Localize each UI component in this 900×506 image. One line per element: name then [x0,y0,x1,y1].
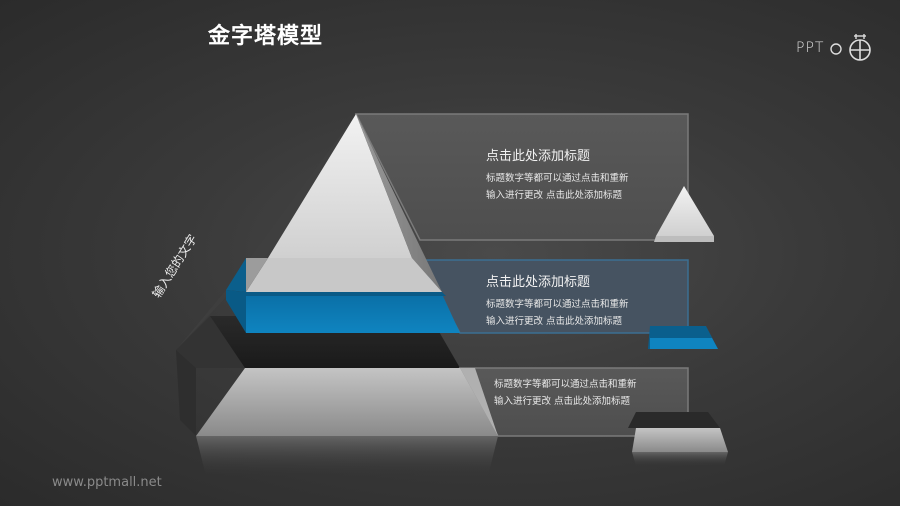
logo-text: PPT [796,40,825,56]
panel-line[interactable]: 标题数字等都可以通过点击和重新 [486,299,629,310]
panel-heading[interactable]: 点击此处添加标题 [486,275,591,290]
footer-url: www.pptmall.net [52,475,162,490]
panel-heading[interactable]: 点击此处添加标题 [486,149,591,164]
panel-line[interactable]: 标题数字等都可以通过点击和重新 [494,379,637,390]
panel-middle-text[interactable]: 点击此处添加标题 标题数字等都可以通过点击和重新 输入进行更改 点击此处添加标题 [486,271,629,330]
panel-line[interactable]: 输入进行更改 点击此处添加标题 [486,190,623,201]
pyramid-top-face [268,114,412,258]
panel-top-text[interactable]: 点击此处添加标题 标题数字等都可以通过点击和重新 输入进行更改 点击此处添加标题 [486,145,629,204]
logo-mark-icon [830,34,872,61]
panel-bottom-text[interactable]: 标题数字等都可以通过点击和重新 输入进行更改 点击此处添加标题 [494,376,637,410]
page-title: 金字塔模型 [208,24,324,49]
panel-line[interactable]: 输入进行更改 点击此处添加标题 [494,396,631,407]
panel-line[interactable]: 标题数字等都可以通过点击和重新 [486,173,629,184]
brand-logo: PPT [796,34,874,62]
panel-line[interactable]: 输入进行更改 点击此处添加标题 [486,316,623,327]
mini-pyramid-icon [656,186,714,236]
pyramid-blue-slab [246,294,460,333]
pyramid-base [196,368,498,436]
base-reflection [196,436,498,476]
mini-base-icon [628,412,720,428]
